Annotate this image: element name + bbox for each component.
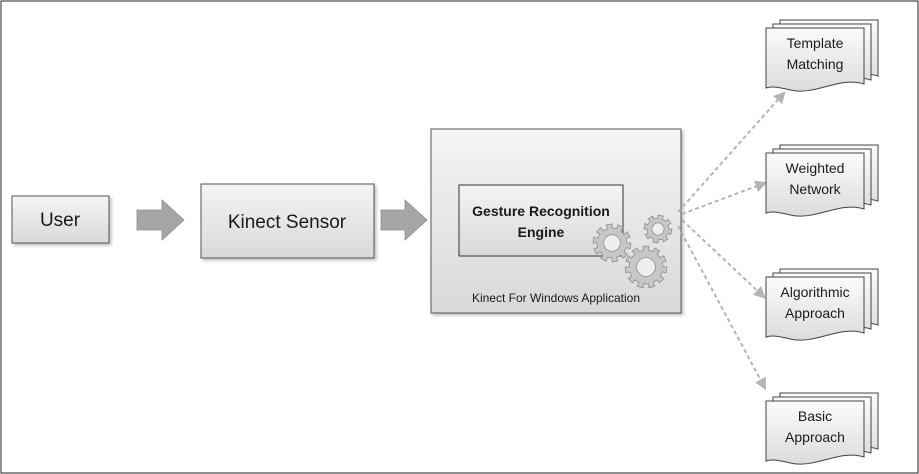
engine-label-line1: Gesture Recognition [472,203,610,219]
approach-label: Approach [785,429,845,445]
approach-label: Template [787,35,844,51]
arrow-sensor-to-app [380,199,428,241]
approach-label: Approach [785,305,845,321]
approach-stacks: TemplateMatchingWeightedNetworkAlgorithm… [765,19,879,465]
engine-node: Gesture Recognition Engine [458,184,624,257]
gear-icon-3 [643,214,673,244]
gear-icon [592,214,673,289]
dashed-arrow-algorithmic [681,219,766,299]
approach-label: Algorithmic [780,284,849,300]
approach-label: Matching [787,56,844,72]
gear-icon-2 [624,245,668,289]
document-sheet [765,152,865,217]
document-sheet [765,27,865,92]
engine-label-line2: Engine [518,224,565,240]
arrow-user-to-sensor [136,199,185,241]
document-sheet [765,276,865,341]
approach-label: Basic [798,408,832,424]
gear-icon-1 [592,223,632,263]
dashed-arrows [677,91,786,391]
approach-label: Network [789,181,841,197]
app-label: Kinect For Windows Application [472,291,640,305]
dashed-arrow-template [677,91,786,213]
dashed-arrow-basic [677,225,767,391]
user-label: User [40,210,81,231]
user-node: User [11,195,110,244]
approach-label: Weighted [786,160,845,176]
dashed-arrow-weighted [681,180,768,215]
sensor-label: Kinect Sensor [228,212,347,233]
document-sheet [765,400,865,465]
kinect-sensor-node: Kinect Sensor [200,183,375,259]
